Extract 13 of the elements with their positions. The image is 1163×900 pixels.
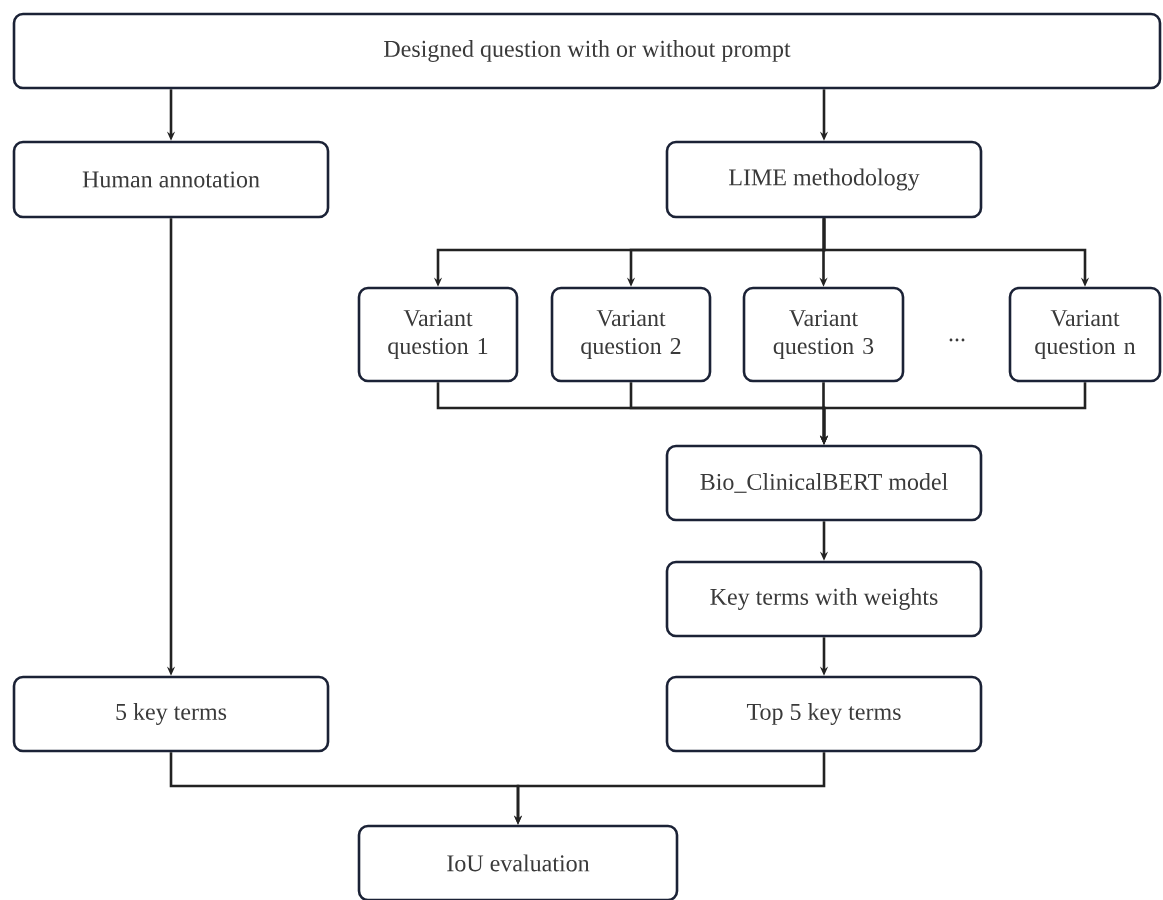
process-box: Variant question 2 [550,286,712,383]
process-box: 5 key terms [12,675,330,753]
process-box: IoU evaluation [357,824,679,900]
process-box: Key terms with weights [665,560,983,638]
process-box: Top 5 key terms [665,675,983,753]
process-box: Human annotation [12,140,330,219]
process-box: Variant question 3 [742,286,905,383]
process-box: Variant question 1 [357,286,519,383]
process-box: Bio_ClinicalBERT model [665,444,983,522]
ellipsis: ... [949,338,965,342]
process-box: Variant question n [1008,286,1162,383]
process-box: Designed question with or without prompt [12,12,1162,90]
process-box: LIME methodology [665,140,983,219]
